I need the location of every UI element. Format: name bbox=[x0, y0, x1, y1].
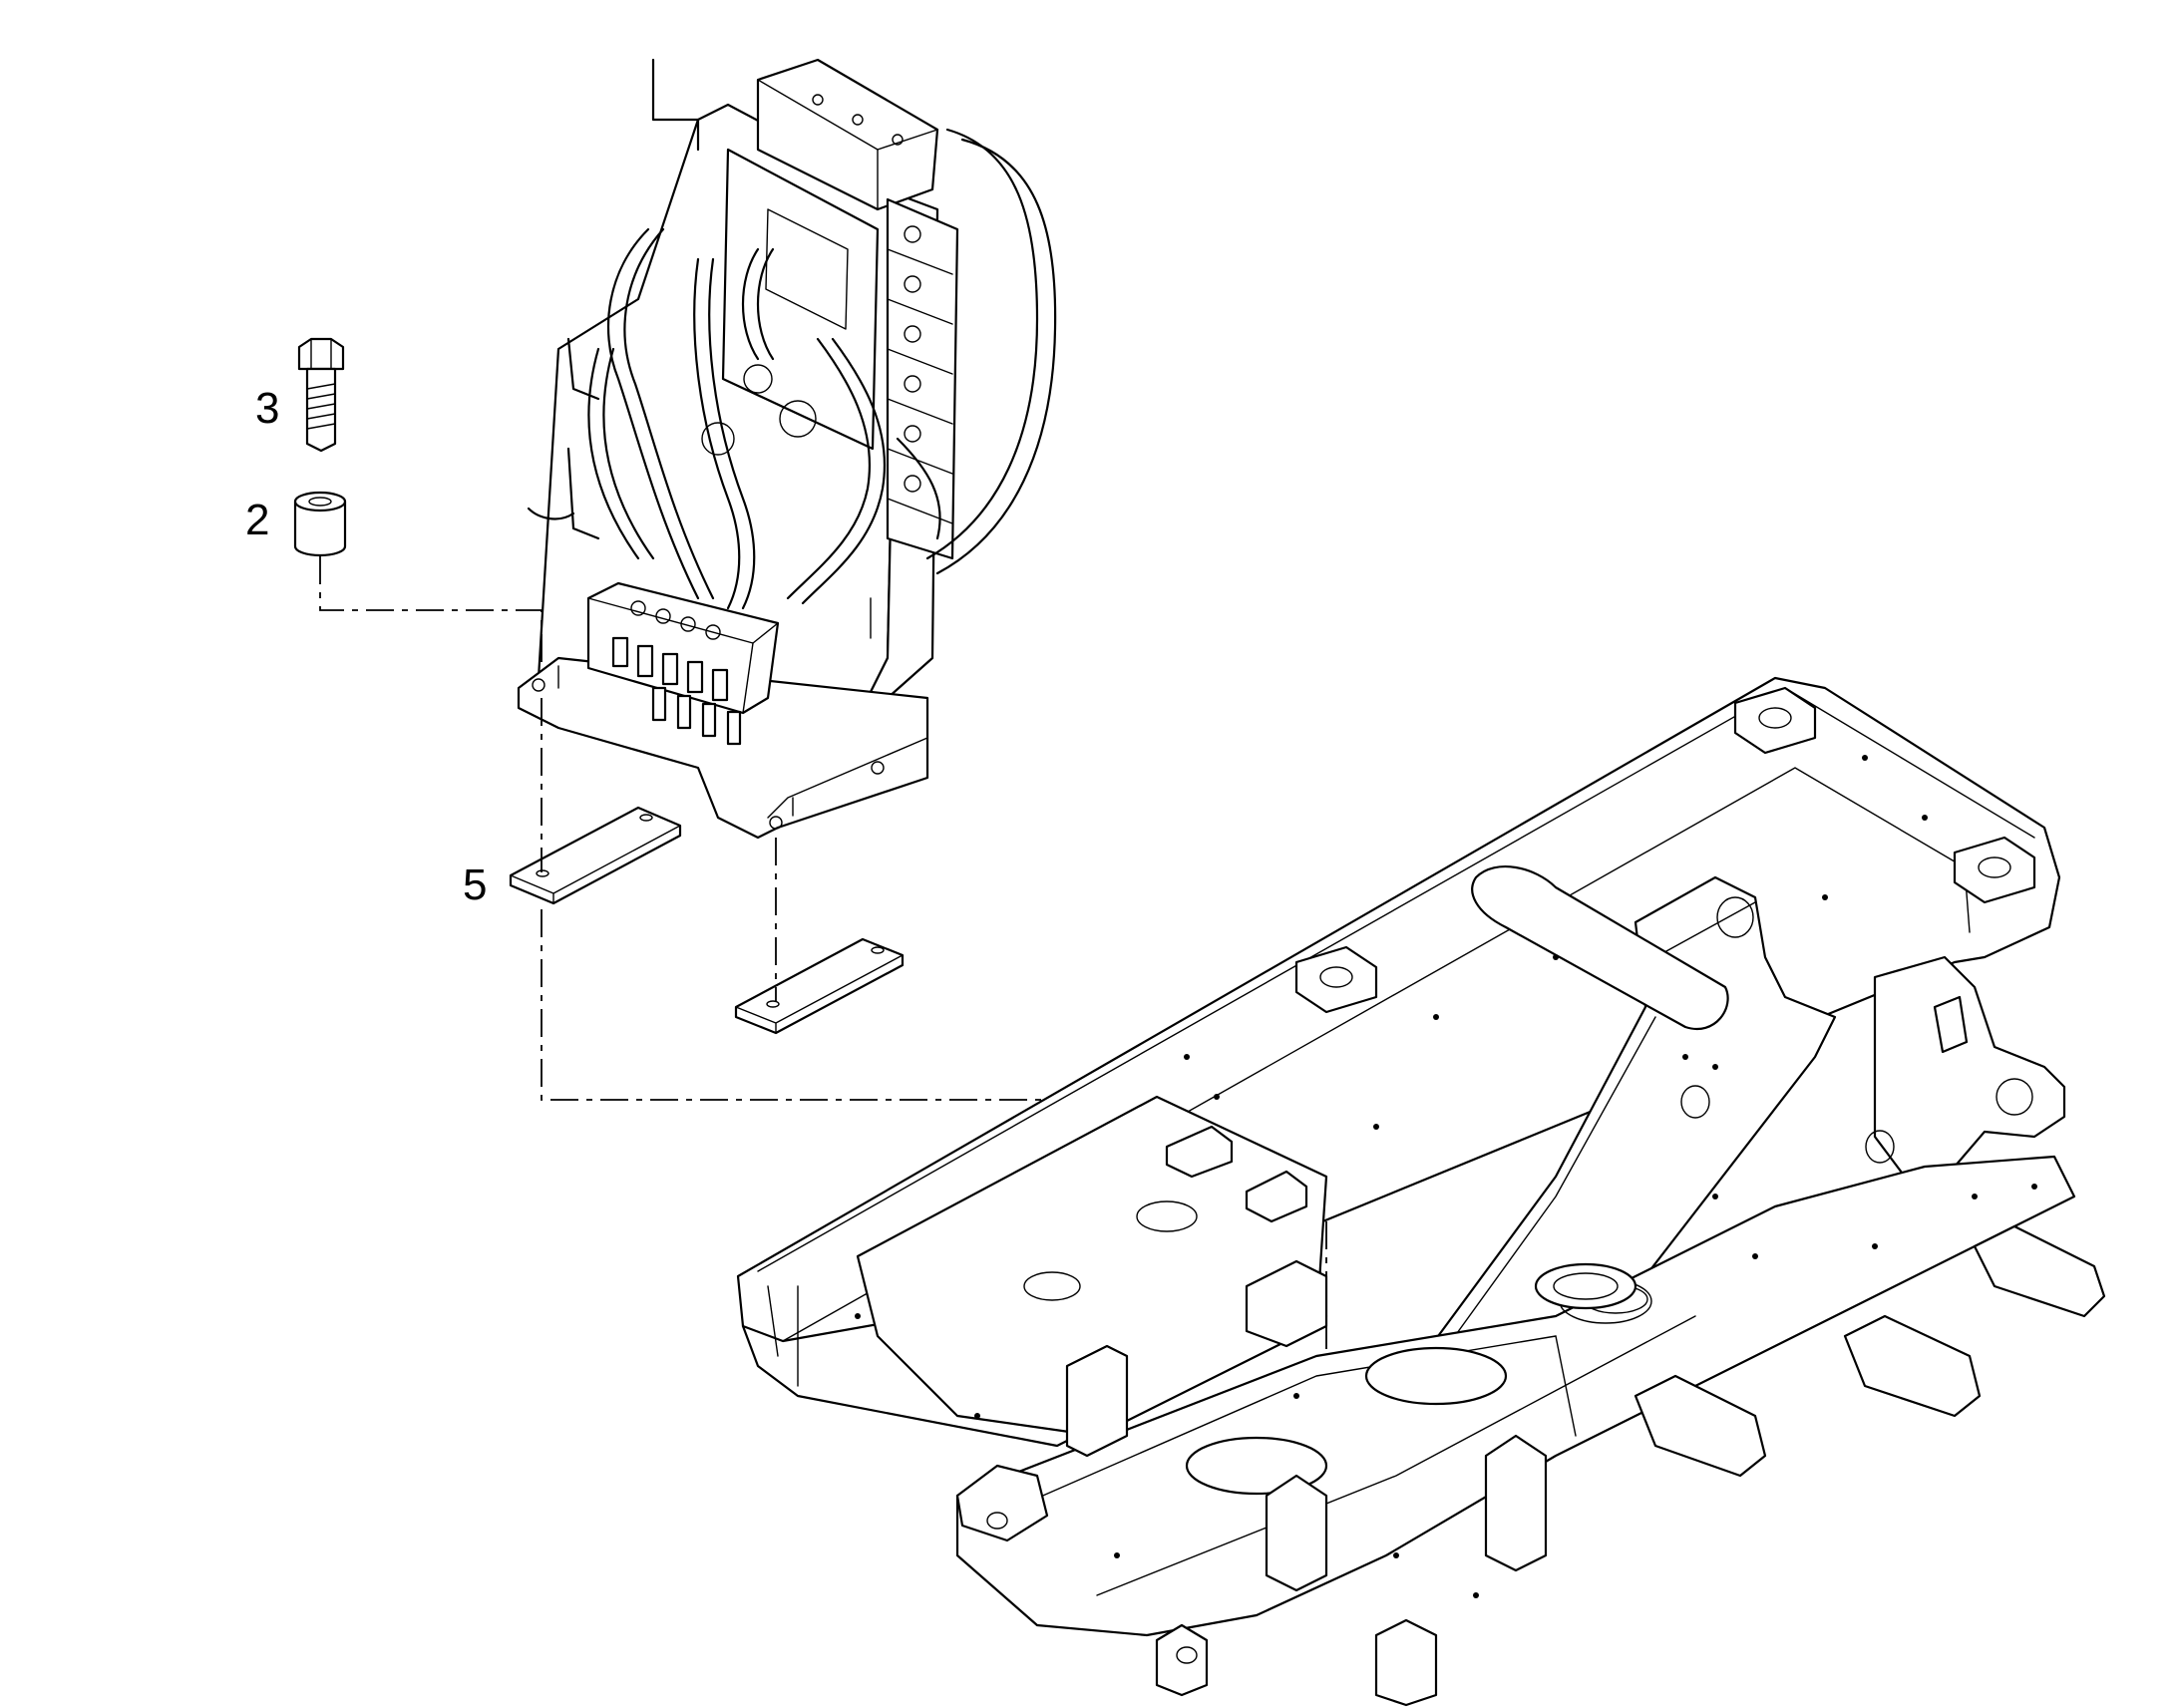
valve-block-assembly bbox=[517, 58, 1057, 840]
assembly-lines bbox=[319, 556, 1327, 1376]
callout-item-5: 5 bbox=[463, 860, 488, 909]
callout-item-2: 2 bbox=[245, 496, 270, 544]
manifold-fittings bbox=[611, 600, 742, 746]
spacer-part bbox=[293, 491, 347, 557]
callout-item-3: 3 bbox=[255, 384, 280, 433]
shim-plates bbox=[509, 806, 905, 1035]
bolt-part bbox=[297, 337, 345, 453]
main-frame bbox=[736, 676, 2106, 1707]
